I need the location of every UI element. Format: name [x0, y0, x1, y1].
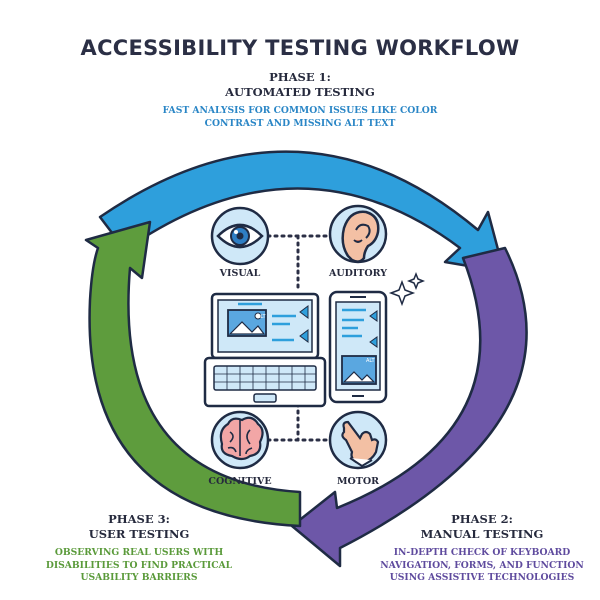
phase-3-arrow	[84, 220, 302, 528]
phase-2-name: MANUAL TESTING	[420, 527, 544, 541]
phase-1-description: FAST ANALYSIS FOR COMMON ISSUES LIKE COL…	[140, 105, 460, 130]
page-title: ACCESSIBILITY TESTING WORKFLOW	[80, 36, 520, 60]
phase-2-number: PHASE 2:	[451, 512, 513, 526]
phase-3-desc-line: DISABILITIES TO FIND PRACTICAL	[45, 559, 233, 571]
dotted-connectors	[266, 234, 332, 442]
phase-2-desc-line: IN-DEPTH CHECK OF KEYBOARD	[393, 547, 571, 558]
phase-1-block: PHASE 1: AUTOMATED TESTING FAST ANALYSIS…	[140, 70, 460, 130]
phone-icon	[328, 290, 388, 404]
category-label-auditory: AUDITORY	[328, 268, 388, 279]
phase-2-description: IN-DEPTH CHECK OF KEYBOARD NAVIGATION, F…	[378, 547, 586, 585]
phase-3-desc-line: USABILITY BARRIERS	[80, 572, 198, 583]
phase-3-title: PHASE 3: USER TESTING	[34, 512, 244, 542]
phase-1-arrow	[98, 150, 506, 274]
phase-1-number: PHASE 1:	[269, 70, 331, 84]
phase-1-desc-line: FAST ANALYSIS FOR COMMON ISSUES LIKE COL…	[162, 105, 438, 116]
sparkle-icon	[388, 271, 426, 307]
laptop-icon	[203, 292, 327, 408]
phase-1-title: PHASE 1: AUTOMATED TESTING	[140, 70, 460, 100]
brain-icon	[210, 410, 270, 470]
hand-pointer-icon	[328, 410, 388, 470]
phase-3-desc-line: OBSERVING REAL USERS WITH	[54, 547, 224, 558]
phase-2-title: PHASE 2: MANUAL TESTING	[378, 512, 586, 542]
category-label-cognitive: COGNITIVE	[208, 476, 272, 487]
phase-3-block: PHASE 3: USER TESTING OBSERVING REAL USE…	[34, 512, 244, 585]
phase-3-name: USER TESTING	[88, 527, 190, 541]
category-label-visual: VISUAL	[219, 268, 261, 279]
category-label-motor: MOTOR	[336, 476, 380, 487]
phase-2-desc-line: NAVIGATION, FORMS, AND FUNCTION	[380, 559, 584, 571]
phase-2-block: PHASE 2: MANUAL TESTING IN-DEPTH CHECK O…	[378, 512, 586, 585]
ear-icon	[328, 204, 388, 264]
phase-1-desc-line: CONTRAST AND MISSING ALT TEXT	[204, 117, 396, 129]
eye-icon	[210, 206, 270, 266]
phase-1-name: AUTOMATED TESTING	[225, 85, 375, 99]
phase-3-description: OBSERVING REAL USERS WITH DISABILITIES T…	[34, 547, 244, 585]
phase-2-desc-line: USING ASSISTIVE TECHNOLOGIES	[389, 572, 575, 583]
laptop-alt-tag: ALT	[257, 314, 267, 320]
phone-alt-tag: ALT	[366, 358, 376, 364]
phase-3-number: PHASE 3:	[108, 512, 170, 526]
phase-2-arrow	[290, 246, 528, 568]
